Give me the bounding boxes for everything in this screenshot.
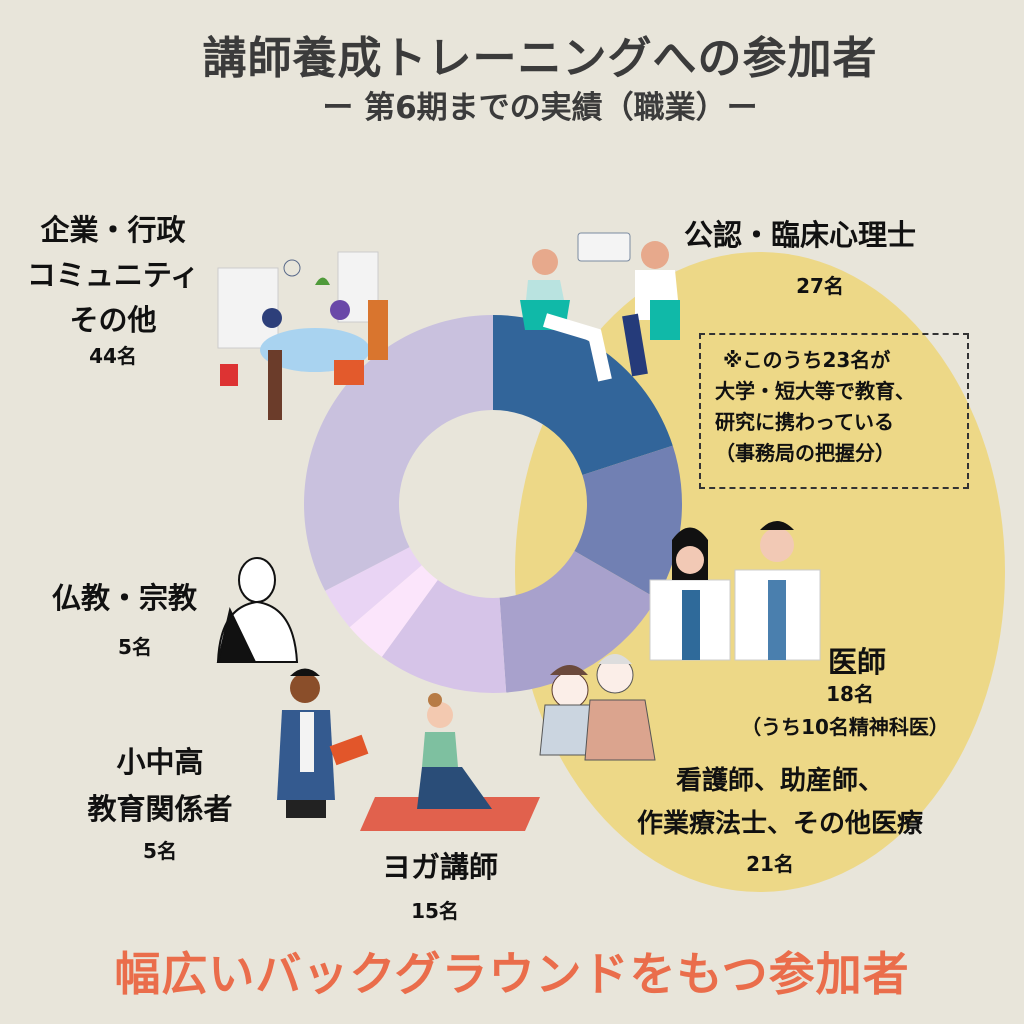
note-line: ※このうち23名が: [723, 348, 891, 372]
footer-tagline: 幅広いバックグラウンドをもつ参加者: [114, 947, 910, 1001]
doctor-sub: （うち10名精神科医）: [741, 715, 949, 739]
nurse-elderly-illustration: [539, 654, 656, 761]
corporate-label-line1: 企業・行政: [40, 213, 186, 247]
psych-note-box: ※このうち23名が 大学・短大等で教育、 研究に携わっている （事務局の把握分）: [699, 333, 969, 489]
medical-count: 21名: [746, 852, 794, 876]
note-line: 大学・短大等で教育、: [715, 379, 915, 403]
note-line: 研究に携わっている: [715, 410, 894, 434]
teacher-illustration: [277, 668, 369, 818]
donut-slice-5: [349, 565, 438, 657]
doctors-illustration: [649, 521, 821, 661]
donut-slice-1: [493, 315, 673, 475]
page-title: 講師養成トレーニングへの参加者: [202, 33, 878, 84]
yoga-label: ヨガ講師: [381, 850, 498, 884]
donut-slice-3: [499, 551, 657, 693]
doctor-label: 医師: [828, 645, 887, 679]
psych-count: 27名: [796, 274, 844, 298]
school-label-line1: 小中高: [116, 745, 204, 779]
donut-slice-4: [381, 580, 507, 694]
donut-slice-6: [325, 547, 422, 628]
medical-label-line2: 作業療法士、その他医療: [636, 809, 923, 839]
school-label-line2: 教育関係者: [87, 792, 233, 826]
yoga-illustration: [360, 693, 540, 831]
office-meeting-illustration: [217, 251, 388, 420]
corporate-label-line3: その他: [69, 303, 157, 337]
buddhism-label: 仏教・宗教: [52, 581, 198, 615]
donut-slice-2: [574, 445, 682, 599]
monk-illustration: [216, 557, 299, 663]
doctor-count: 18名: [826, 682, 874, 706]
medical-label-line1: 看護師、助産師、: [675, 766, 884, 796]
buddhism-count: 5名: [118, 635, 152, 659]
corporate-count: 44名: [89, 344, 137, 368]
psych-label: 公認・臨床心理士: [684, 218, 917, 252]
note-line: （事務局の把握分）: [715, 441, 895, 465]
yoga-count: 15名: [411, 899, 459, 923]
page-subtitle: ー 第6期までの実績（職業）ー: [322, 90, 758, 126]
counseling-illustration: [520, 232, 680, 382]
school-count: 5名: [143, 839, 177, 863]
corporate-label-line2: コミュニティ: [26, 258, 200, 292]
